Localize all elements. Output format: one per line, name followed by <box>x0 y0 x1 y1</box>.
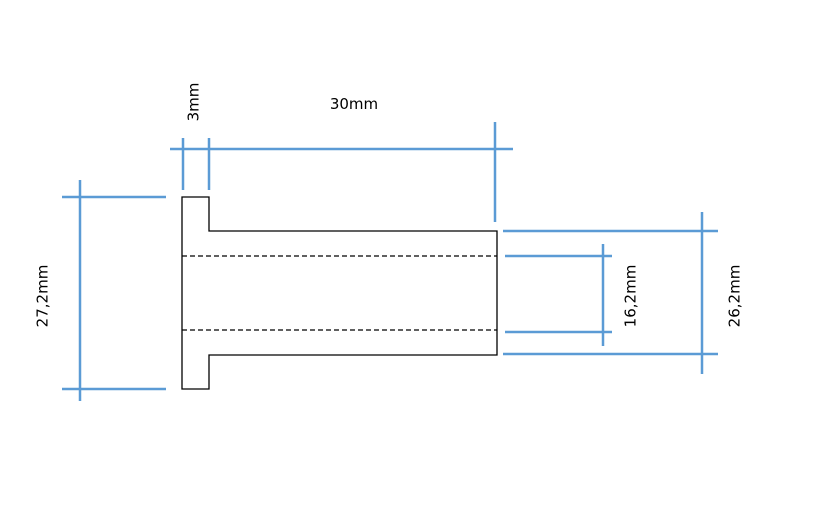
part-outline <box>181 196 498 390</box>
bushing-profile <box>181 196 498 390</box>
flange-thickness-label: 3mm <box>185 83 203 122</box>
inner-diameter-label: 16,2mm <box>622 265 640 328</box>
outer-diameter-label: 26,2mm <box>726 265 744 328</box>
sleeve-length-label: 30mm <box>330 95 378 113</box>
dimension-labels: 30mm 3mm 27,2mm 16,2mm 26,2mm <box>34 83 744 328</box>
dimension-lines <box>62 122 718 401</box>
flange-diameter-label: 27,2mm <box>34 265 52 328</box>
